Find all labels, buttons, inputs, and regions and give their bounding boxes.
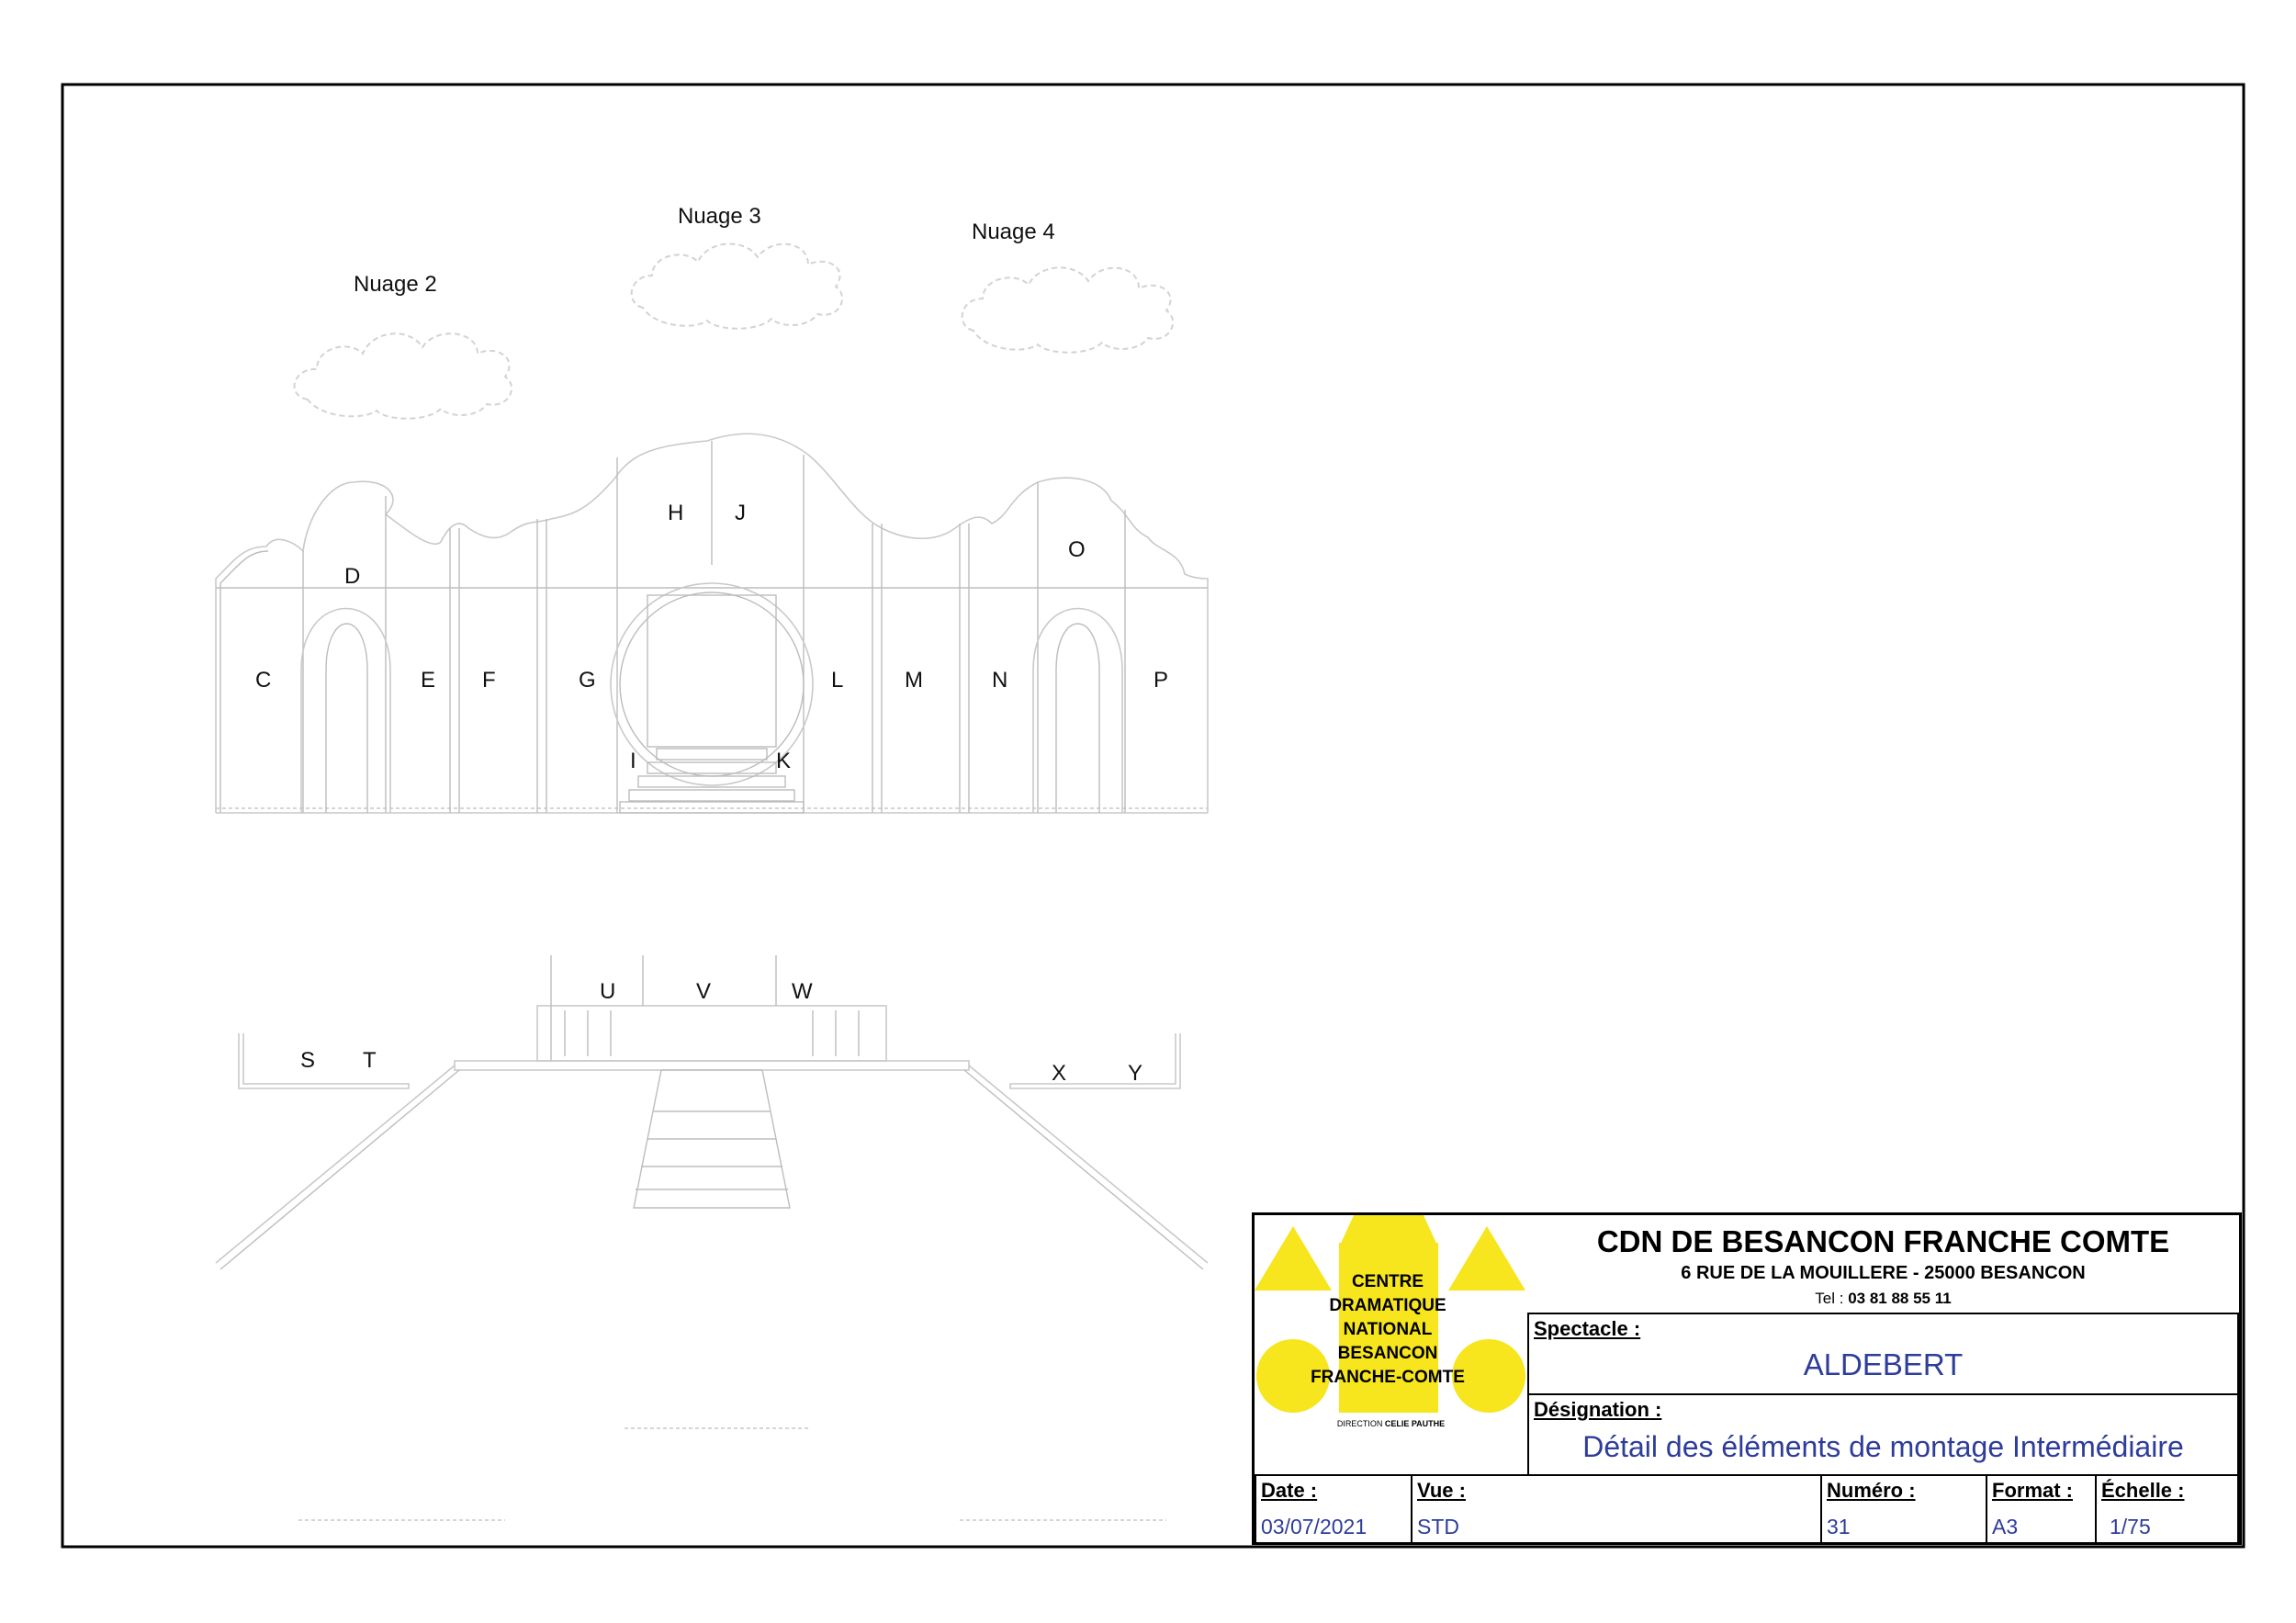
label-n: N bbox=[992, 668, 1007, 693]
label-j: J bbox=[735, 501, 746, 525]
org-phone: Tel : 03 81 88 55 11 bbox=[1527, 1290, 2239, 1308]
numero-label: Numéro : bbox=[1827, 1479, 1916, 1502]
numero-cell: Numéro : 31 bbox=[1820, 1474, 1987, 1545]
vue-value: STD bbox=[1417, 1515, 1459, 1538]
logo-direction: DIRECTION CELIE PAUTHE bbox=[1255, 1419, 1527, 1428]
label-nuage-3: Nuage 3 bbox=[678, 204, 761, 229]
label-w: W bbox=[792, 979, 813, 1004]
plan-view bbox=[215, 955, 1209, 1521]
label-t: T bbox=[363, 1048, 377, 1073]
label-i: I bbox=[630, 749, 636, 773]
cloud-4-shape bbox=[961, 266, 1175, 354]
label-y: Y bbox=[1128, 1061, 1142, 1086]
label-o: O bbox=[1068, 537, 1086, 562]
logo-line-5: FRANCHE-COMTE bbox=[1311, 1368, 1465, 1387]
label-g: G bbox=[579, 668, 596, 693]
logo-line-1: CENTRE bbox=[1351, 1272, 1424, 1291]
scenery-elevation bbox=[215, 433, 1209, 814]
label-d: D bbox=[344, 564, 360, 589]
drawing-frame bbox=[61, 83, 2245, 1549]
echelle-label: Échelle : bbox=[2101, 1479, 2185, 1502]
date-label: Date : bbox=[1261, 1479, 1318, 1502]
vue-label: Vue : bbox=[1417, 1479, 1466, 1502]
label-p: P bbox=[1154, 668, 1168, 693]
vue-cell: Vue : STD bbox=[1411, 1474, 1822, 1545]
label-k: K bbox=[776, 749, 791, 773]
org-name: CDN DE BESANCON FRANCHE COMTE bbox=[1596, 1224, 2170, 1258]
label-c: C bbox=[255, 668, 271, 693]
designation-value: Détail des éléments de montage Intermédi… bbox=[1582, 1430, 2184, 1463]
echelle-value: 1/75 bbox=[2110, 1515, 2151, 1538]
label-nuage-4: Nuage 4 bbox=[972, 220, 1055, 244]
org-phone-label: Tel : bbox=[1815, 1290, 1844, 1307]
org-phone-number: 03 81 88 55 11 bbox=[1848, 1290, 1952, 1307]
logo-line-3: NATIONAL bbox=[1343, 1320, 1433, 1339]
label-v: V bbox=[696, 979, 711, 1004]
label-s: S bbox=[300, 1048, 315, 1073]
numero-value: 31 bbox=[1827, 1515, 1851, 1538]
logo-line-2: DRAMATIQUE bbox=[1329, 1296, 1446, 1315]
label-l: L bbox=[831, 668, 843, 693]
format-label: Format : bbox=[1992, 1479, 2073, 1502]
cdn-logo: CENTRE DRAMATIQUE NATIONAL BESANCON FRAN… bbox=[1255, 1215, 1527, 1474]
title-block: CENTRE DRAMATIQUE NATIONAL BESANCON FRAN… bbox=[1252, 1212, 2242, 1545]
date-cell: Date : 03/07/2021 bbox=[1255, 1474, 1412, 1545]
logo-direction-name: CELIE PAUTHE bbox=[1384, 1419, 1446, 1428]
org-address: 6 RUE DE LA MOUILLERE - 25000 BESANCON bbox=[1681, 1263, 2086, 1283]
organization-header: CDN DE BESANCON FRANCHE COMTE 6 RUE DE L… bbox=[1527, 1215, 2239, 1314]
label-h: H bbox=[668, 501, 683, 525]
format-value: A3 bbox=[1992, 1515, 2019, 1538]
logo-direction-prefix: DIRECTION bbox=[1336, 1419, 1383, 1428]
label-nuage-2: Nuage 2 bbox=[354, 272, 437, 297]
spectacle-value: ALDEBERT bbox=[1803, 1347, 1964, 1381]
spectacle-cell: Spectacle : ALDEBERT bbox=[1527, 1313, 2239, 1395]
spectacle-label: Spectacle : bbox=[1534, 1317, 1641, 1340]
echelle-cell: Échelle : 1/75 bbox=[2095, 1474, 2239, 1545]
cloud-3-shape bbox=[630, 242, 844, 330]
logo-line-4: BESANCON bbox=[1337, 1344, 1438, 1363]
date-value: 03/07/2021 bbox=[1261, 1515, 1367, 1538]
format-cell: Format : A3 bbox=[1986, 1474, 2097, 1545]
label-e: E bbox=[421, 668, 435, 693]
cloud-2-shape bbox=[293, 332, 513, 420]
label-f: F bbox=[482, 668, 496, 693]
label-u: U bbox=[600, 979, 615, 1004]
label-x: X bbox=[1052, 1061, 1066, 1086]
designation-label: Désignation : bbox=[1534, 1398, 1662, 1421]
cdn-logo-shapes bbox=[1255, 1215, 1525, 1413]
designation-cell: Désignation : Détail des éléments de mon… bbox=[1527, 1393, 2239, 1476]
label-m: M bbox=[905, 668, 923, 693]
